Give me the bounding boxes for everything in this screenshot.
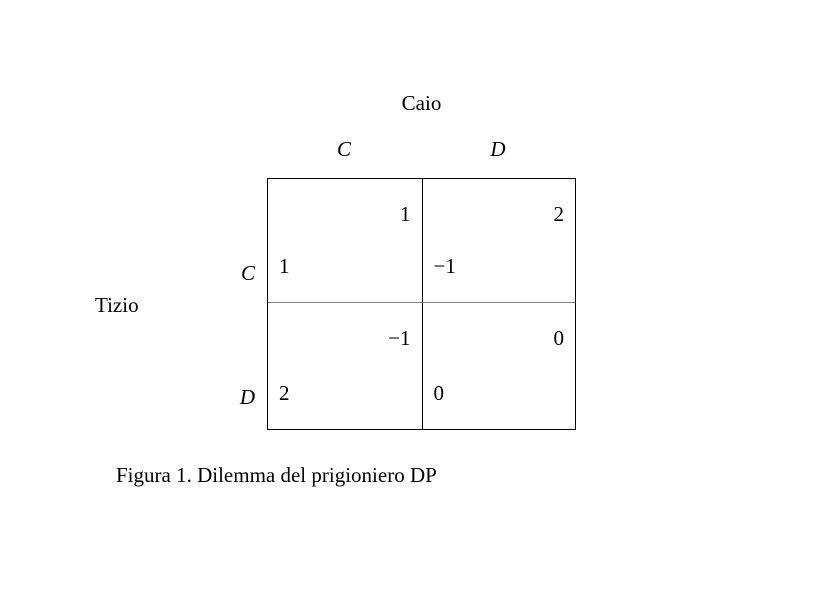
payoff-col-player-cd: 2	[553, 202, 565, 226]
payoff-col-player-dd: 0	[553, 326, 565, 350]
column-header-c: C	[336, 137, 351, 161]
row-header-c: C	[240, 261, 255, 285]
payoff-row-player-dd: 0	[433, 381, 445, 405]
figure-caption: Figura 1. Dilemma del prigioniero DP	[116, 463, 437, 487]
payoff-row-player-cd: −1	[433, 254, 456, 278]
payoff-matrix: 1 1 2 −1 −1 2 0 0	[267, 178, 576, 430]
payoff-col-player-dc: −1	[388, 326, 411, 350]
row-player-label: Tizio	[95, 293, 139, 317]
payoff-cell-dd: 0 0	[421, 302, 575, 429]
row-header-d: D	[239, 385, 255, 409]
payoff-row-player-cc: 1	[279, 254, 290, 278]
column-header-d: D	[490, 137, 506, 161]
payoff-cell-cc: 1 1	[268, 179, 422, 302]
payoff-col-player-cc: 1	[400, 202, 411, 226]
payoff-cell-cd: 2 −1	[421, 179, 576, 302]
column-player-label: Caio	[401, 91, 442, 115]
payoff-cell-dc: −1 2	[268, 302, 422, 429]
payoff-row-player-dc: 2	[279, 381, 290, 405]
